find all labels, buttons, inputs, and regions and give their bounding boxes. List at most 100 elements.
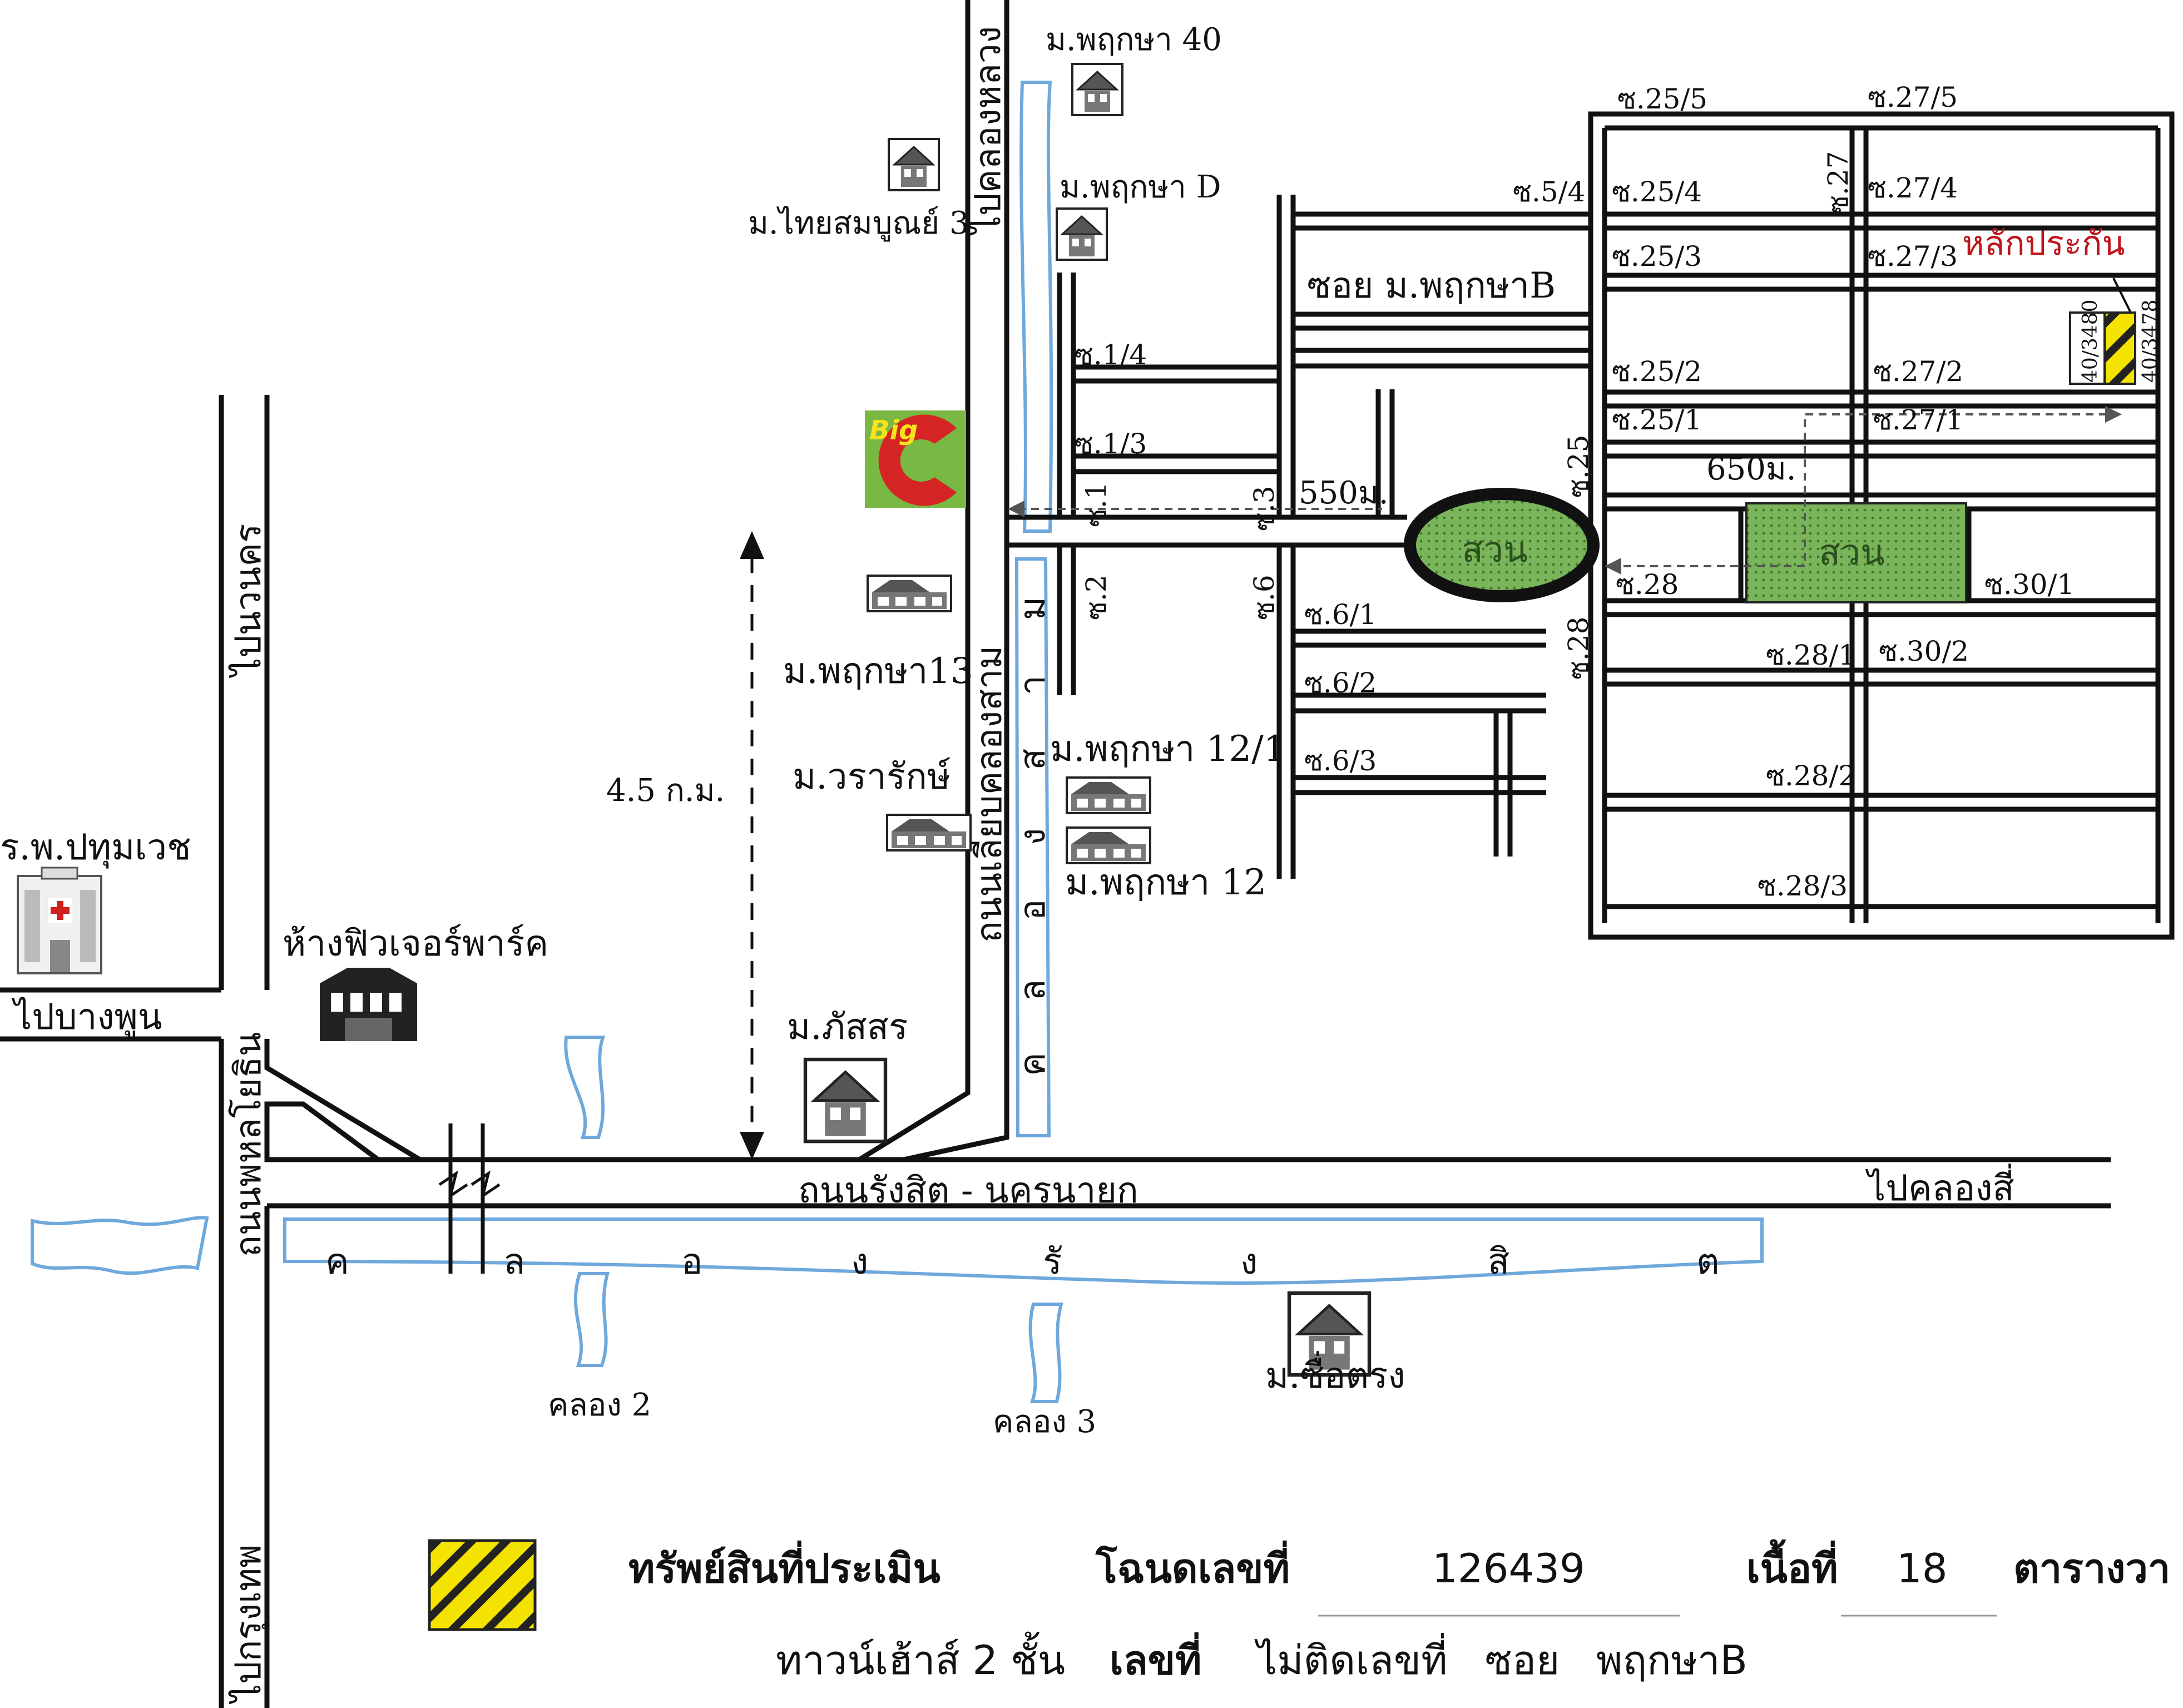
canal-letter: ล: [1012, 979, 1053, 1001]
soi-label: ซ.28/1: [1766, 639, 1856, 671]
dir-krung-thep: ไปกรุงเทพ: [228, 1544, 270, 1705]
canal-letter: ง: [1012, 828, 1053, 845]
townhouse-icon-pruksa12-1: [1066, 776, 1151, 814]
dist-4-5km: 4.5 ก.ม.: [606, 773, 725, 809]
legend-area-value: 18: [1897, 1545, 1948, 1592]
soi-label: ซ.30/2: [1879, 635, 1969, 667]
soi-label: ซ.27/2: [1873, 355, 1963, 388]
legend-soi-value: พฤกษาB: [1596, 1637, 1748, 1684]
place-pruksa12: ม.พฤกษา 12: [1065, 862, 1266, 903]
soi-label: ซ.27: [1822, 151, 1854, 214]
road-phahonyothin: ถนนพหลโยธิน: [228, 1032, 269, 1257]
soi-label: ซ.25: [1562, 435, 1595, 498]
canals: [31, 81, 1764, 1403]
legend-asset-label: ทรัพย์สินที่ประเมิน: [628, 1540, 940, 1592]
place-pruksaD: ม.พฤกษา D: [1060, 169, 1221, 205]
park-oval: [1404, 488, 1600, 602]
main-roads: [0, 0, 2111, 1708]
canal-letter: อ: [1012, 899, 1053, 920]
svg-text:Big: Big: [869, 415, 918, 446]
legend: ทรัพย์สินที่ประเมิน โฉนดเลขที่ 126439 เน…: [428, 1539, 2170, 1684]
soi-label: ซ.28: [1562, 617, 1595, 680]
townhouse-icon-wararak: [886, 814, 972, 851]
place-pruksa12-1: ม.พฤกษา 12/1: [1050, 729, 1286, 770]
townhouse-icon-pruksa13: [867, 575, 952, 612]
dir-khlong-luang: ไปคลองหลวง: [968, 26, 1009, 236]
soi-network-left: [1007, 195, 1741, 879]
labels: ไปคลองหลวง ไปนวนคร ไปบางพูน ไปกรุงเทพ ไป…: [0, 22, 2075, 1705]
soi-label: ซ.28/2: [1766, 760, 1856, 792]
collateral-plot: 40/3480 40/3478 หลักประกัน: [1962, 224, 2162, 385]
legend-deed-label: โฉนดเลขที่: [1095, 1540, 1290, 1592]
parks: สวน สวน: [1404, 488, 1967, 603]
legend-type: ทาวน์เฮ้าส์ 2 ชั้น: [776, 1631, 1065, 1684]
plot-label-1: 40/3480: [2079, 299, 2102, 383]
dir-khlong-si: ไปคลองสี่: [1865, 1164, 2014, 1209]
mall-icon: [320, 968, 417, 1041]
soi-label: ซ.27/4: [1868, 172, 1958, 204]
canal-khlong-2: คลอง 2: [548, 1387, 651, 1423]
canal-letter: สิ: [1488, 1241, 1509, 1283]
legend-area-unit: ตารางวา: [2013, 1545, 2170, 1592]
place-thaisombun: ม.ไทยสมบูณย์ 3: [748, 205, 969, 242]
bigc-logo-icon: Big: [865, 410, 966, 508]
place-sue-trong: ม.ซื่อตรง: [1265, 1351, 1405, 1397]
soi-label: ซ.28: [1616, 568, 1679, 601]
place-hospital: ร.พ.ปทุมเวช: [0, 827, 191, 869]
place-pruksa13: ม.พฤกษา13: [783, 651, 973, 692]
legend-soi-label: ซอย: [1485, 1637, 1560, 1684]
soi-label: ซ.25/2: [1612, 355, 1702, 388]
road-liap-khlong-sam: ถนนเลียบคลองสาม: [969, 646, 1010, 943]
legend-deed-no: 126439: [1432, 1545, 1585, 1592]
soi-label: ซ.6/2: [1304, 667, 1377, 699]
canal-letter: ต: [1696, 1241, 1720, 1283]
townhouse-icon-pruksa12: [1066, 826, 1151, 864]
house-icon-pruksaD: [1056, 207, 1108, 261]
soi-label: ซ.1/3: [1075, 428, 1147, 460]
canal-letter: ม: [1012, 597, 1053, 620]
legend-swatch: [428, 1539, 537, 1631]
khlong-2-upper: [564, 1036, 606, 1139]
soi-label: ซ.6/1: [1304, 598, 1377, 631]
canal-left: [31, 1216, 209, 1275]
dir-nawanakhon: ไปนวนคร: [228, 524, 269, 679]
house-icon-pruksa40: [1071, 63, 1123, 116]
soi-label: ซ.2: [1080, 575, 1112, 620]
soi-label: ซ.25/1: [1612, 404, 1702, 436]
canal-khlong-3: คลอง 3: [993, 1404, 1096, 1440]
hospital-icon: [17, 867, 102, 974]
soi-label: ซ.27/1: [1873, 404, 1963, 436]
khlong-sam-upper: [1019, 81, 1053, 533]
legend-no-label: เลขที่: [1110, 1632, 1201, 1684]
dist-650: 650ม.: [1706, 451, 1796, 487]
road-rangsit-nakhon-nayok: ถนนรังสิต - นครนายก: [798, 1170, 1138, 1211]
legend-area-label: เนื้อที่: [1746, 1539, 1838, 1592]
soi-label: ซ.25/3: [1612, 240, 1702, 273]
soi-label: ซ.6/3: [1304, 745, 1377, 777]
soi-grid-right: [1588, 111, 2175, 940]
khlong-2-lower: [573, 1272, 610, 1367]
house-icon-passorn: [805, 1060, 885, 1141]
khlong-3-lower: [1028, 1303, 1063, 1403]
soi-label: ซ.27/5: [1868, 81, 1958, 113]
soi-label: ซ.28/3: [1758, 870, 1848, 902]
canal-letter: อ: [681, 1241, 702, 1283]
canal-letter: รั: [1043, 1241, 1062, 1283]
khlong-sam-lower: [1014, 557, 1051, 1137]
canal-letter: ง: [851, 1241, 868, 1283]
dist-550: 550ม.: [1299, 475, 1389, 511]
khlong-rangsit: [283, 1217, 1764, 1285]
park-label-2: สวน: [1819, 532, 1885, 573]
canal-letter: ง: [1240, 1241, 1258, 1283]
park-rect: [1745, 502, 1967, 603]
soi-label: ซ.1: [1080, 482, 1112, 527]
soi-label: ซ.27/3: [1868, 240, 1958, 273]
place-future-park: ห้างฟิวเจอร์พาร์ค: [283, 923, 548, 964]
park-label-1: สวน: [1462, 529, 1528, 571]
canal-letter: ส: [1012, 749, 1053, 770]
soi-label: ซ.25/5: [1617, 83, 1707, 115]
soi-label: ซ.5/4: [1513, 176, 1585, 208]
legend-no-value: ไม่ติดเลขที่: [1254, 1633, 1448, 1684]
soi-label: ซ.1/4: [1075, 339, 1147, 371]
